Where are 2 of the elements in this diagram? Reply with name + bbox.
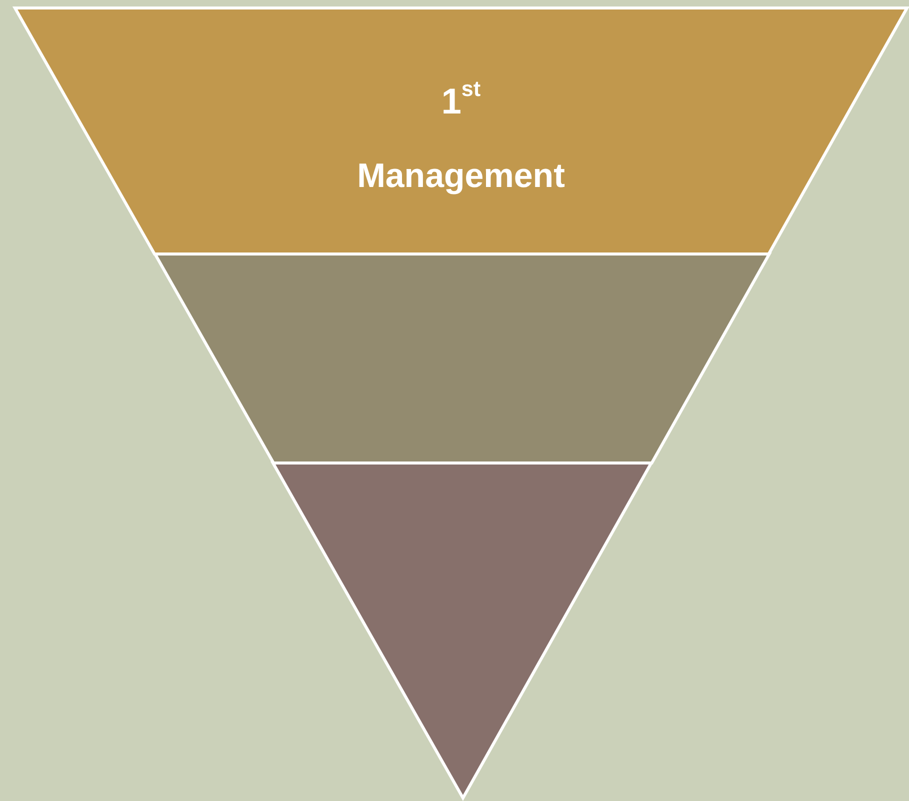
rank-label: 1$^{st}$ [440, 76, 482, 122]
level-label: Management [356, 156, 566, 197]
